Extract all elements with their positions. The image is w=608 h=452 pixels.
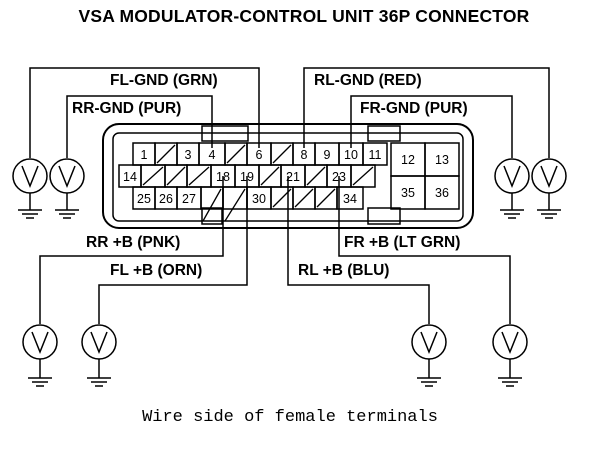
empty-cavity-marks [142,144,374,222]
label-fl-gnd: FL-GND (GRN) [110,72,218,89]
wire-fl-b [98,176,248,324]
pin-1: 1 [141,148,148,162]
pin-3: 3 [185,148,192,162]
terminal-grid [118,142,460,210]
label-fr-gnd: FR-GND (PUR) [360,100,468,117]
pin-34: 34 [343,192,357,206]
wires [29,67,550,324]
label-fr-b: FR +B (LT GRN) [344,234,460,251]
voltmeter-icon [531,158,567,219]
label-fl-b: FL +B (ORN) [110,262,202,279]
wire-rr-b [39,176,224,324]
voltmeter-icon [49,158,85,219]
wire-fr-gnd [350,95,513,158]
pin-10: 10 [344,148,358,162]
pin-14: 14 [123,170,137,184]
pin-35: 35 [401,186,415,200]
label-rr-b: RR +B (PNK) [86,234,180,251]
pin-8: 8 [301,148,308,162]
pin-9: 9 [324,148,331,162]
pin-36: 36 [435,186,449,200]
voltmeter-icon [492,324,528,387]
pin-13: 13 [435,153,449,167]
voltmeter-icon [411,324,447,387]
pin-numbers: 1 3 4 6 8 9 10 11 12 13 14 18 19 21 23 2… [123,148,449,206]
pin-12: 12 [401,153,415,167]
label-rr-gnd: RR-GND (PUR) [72,100,181,117]
label-rl-b: RL +B (BLU) [298,262,389,279]
voltmeter-icon [81,324,117,387]
wire-rl-gnd [303,67,550,158]
voltmeter-icon [22,324,58,387]
voltmeter-icon [12,158,48,219]
wire-rl-b [287,176,430,324]
pin-30: 30 [252,192,266,206]
pin-6: 6 [256,148,263,162]
voltmeter-icon [494,158,530,219]
wire-fl-gnd [29,67,260,158]
diagram-caption: Wire side of female terminals [142,408,438,427]
label-rl-gnd: RL-GND (RED) [314,72,422,89]
pin-25: 25 [137,192,151,206]
pin-27: 27 [182,192,196,206]
pin-4: 4 [209,148,216,162]
pin-11: 11 [369,148,382,162]
diagram-title: VSA MODULATOR-CONTROL UNIT 36P CONNECTOR [78,6,530,26]
wire-rr-gnd [66,95,213,158]
pin-26: 26 [159,192,173,206]
wire-fr-b [338,176,511,324]
pin-21: 21 [286,170,300,184]
wire-labels: FL-GND (GRN) RR-GND (PUR) RL-GND (RED) F… [72,72,468,279]
voltmeters [12,158,567,387]
